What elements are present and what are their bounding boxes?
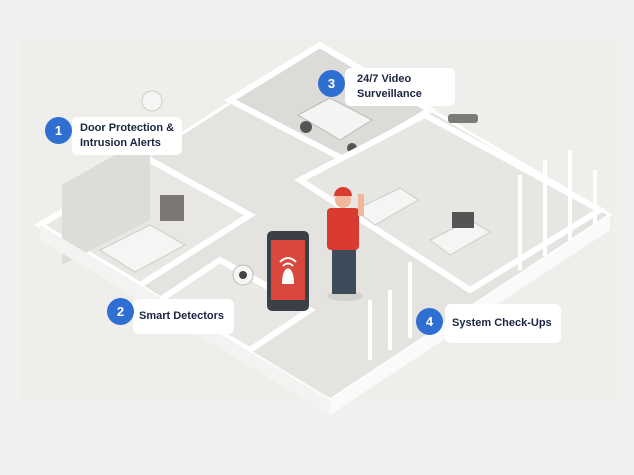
- railing: [368, 150, 597, 360]
- phone-alert-icon: [267, 231, 309, 311]
- technician-figure: [327, 187, 364, 301]
- feature-number-badge: 1: [45, 117, 72, 144]
- safe-icon: [160, 195, 184, 221]
- sofa-icon: [354, 187, 419, 226]
- bedroom-wall: [62, 135, 150, 265]
- feature-title: Door Protection & Intrusion Alerts: [80, 122, 175, 149]
- camera-icon: [448, 114, 478, 123]
- feature-number-badge: 2: [107, 298, 134, 325]
- feature-number-badge: 4: [416, 308, 443, 335]
- feature-label-3: 24/7 Video Surveillance: [345, 68, 455, 106]
- feature-title: System Check-Ups: [452, 317, 552, 329]
- feature-title: Smart Detectors: [139, 310, 224, 322]
- tv-icon: [452, 212, 474, 228]
- bed-icon: [98, 224, 187, 273]
- ceiling-detector-icon: [141, 90, 163, 112]
- living-room: [294, 111, 606, 294]
- feature-label-1: Door Protection & Intrusion Alerts: [72, 117, 182, 155]
- car-icon: [296, 97, 374, 153]
- feature-number-badge: 3: [318, 70, 345, 97]
- feature-title: 24/7 Video Surveillance: [357, 73, 422, 100]
- feature-label-2: Smart Detectors: [133, 299, 234, 334]
- feature-label-4: System Check-Ups: [445, 304, 561, 343]
